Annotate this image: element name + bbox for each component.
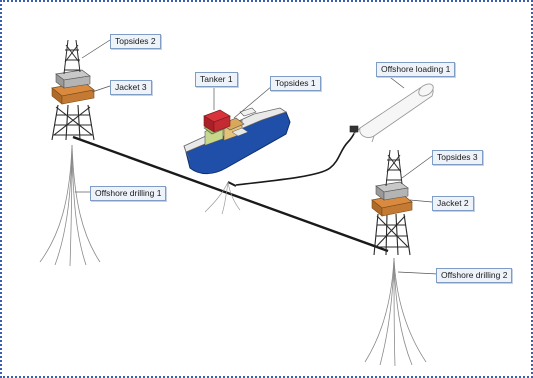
label-jacket-2: Jacket 2: [432, 196, 474, 211]
tanker-mooring: [204, 181, 241, 215]
label-topsides-3: Topsides 3: [432, 150, 483, 165]
label-offshore-drilling-2: Offshore drilling 2: [436, 268, 513, 283]
loading-hose: [235, 129, 357, 186]
drilling-strings-2: [364, 257, 427, 367]
tanker-ship: [183, 107, 291, 175]
leader-lines: [75, 39, 439, 275]
label-topsides-2: Topsides 2: [110, 34, 161, 49]
topsides-3-module: [375, 149, 409, 201]
pipeline-rig-left-to-rig-right: [72, 135, 389, 253]
label-topsides-1: Topsides 1: [270, 76, 321, 91]
label-jacket-3: Jacket 3: [110, 80, 152, 95]
topsides-2-module: [55, 39, 91, 89]
jacket-2-rig: [371, 193, 413, 256]
drilling-strings-1: [39, 144, 101, 267]
label-tanker-1: Tanker 1: [195, 72, 238, 87]
label-offshore-drilling-1: Offshore drilling 1: [90, 186, 167, 201]
tanker-deck-modules: [203, 107, 257, 146]
jacket-3-rig: [51, 81, 95, 141]
label-offshore-loading-1: Offshore loading 1: [376, 62, 456, 77]
pipelines: [72, 129, 389, 253]
offshore-loading-buoy: [349, 83, 434, 143]
pipeline-tanker-link: [227, 181, 237, 187]
tanker-hull: [185, 111, 291, 175]
